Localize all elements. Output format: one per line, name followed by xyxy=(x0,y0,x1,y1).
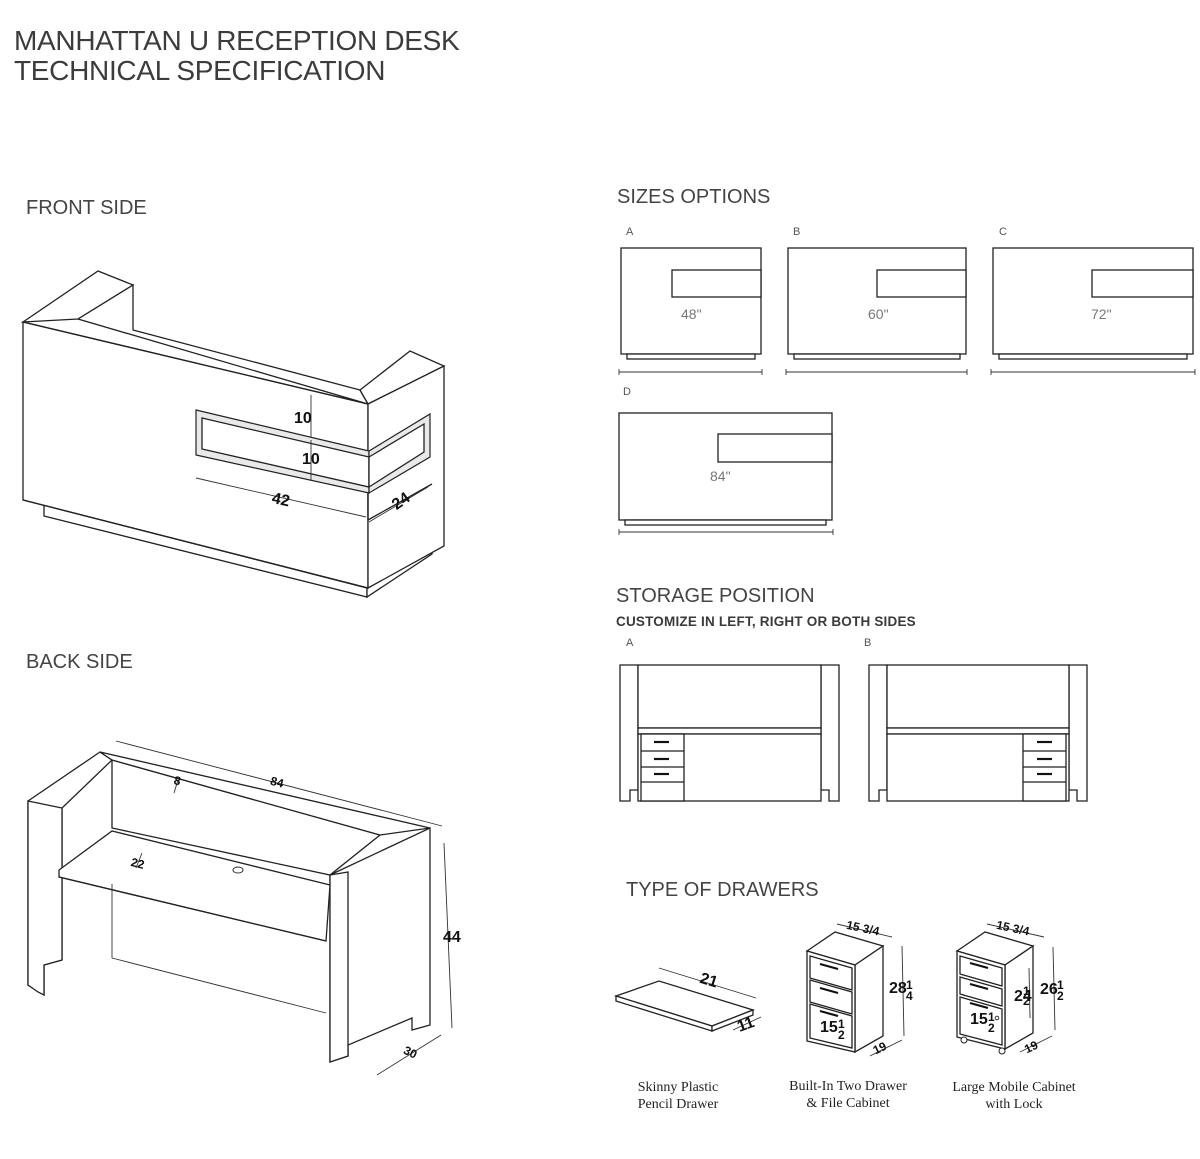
size-option-a: 48" xyxy=(618,247,763,375)
storage-position-subheading: CUSTOMIZE IN LEFT, RIGHT OR BOTH SIDES xyxy=(616,614,916,629)
mobile-dim-front: 15 xyxy=(970,1011,988,1028)
size-label-c: 72" xyxy=(1091,306,1112,322)
mobile-dim-inner-num: 1 xyxy=(1023,984,1030,998)
size-option-c: 72" xyxy=(990,247,1196,375)
front-side-heading: FRONT SIDE xyxy=(26,197,147,219)
pencil-dim-depth: 11 xyxy=(735,1014,757,1036)
mobile-dim-height-num: 1 xyxy=(1057,978,1064,992)
built-in-cabinet-drawing: 15 3/4 28 1 4 15 1 2 19 xyxy=(805,918,913,1057)
storage-option-a xyxy=(619,664,840,802)
drawer-caption-built-in: Built-In Two Drawer & File Cabinet xyxy=(789,1079,907,1111)
storage-option-letter-a: A xyxy=(626,637,634,649)
storage-position-heading: STORAGE POSITION xyxy=(616,585,815,607)
built-in-dim-height-num: 1 xyxy=(906,978,913,992)
back-dim-shelf: 22 xyxy=(130,855,147,872)
back-dim-rim: 8 xyxy=(172,773,182,788)
built-in-dim-base: 19 xyxy=(871,1039,889,1057)
mobile-dim-front-num: 1 xyxy=(988,1010,995,1024)
mobile-dim-base: 19 xyxy=(1022,1038,1040,1056)
storage-option-letter-b: B xyxy=(864,637,872,649)
mobile-dim-height-den: 2 xyxy=(1057,989,1064,1003)
pencil-drawer-drawing: 21 11 xyxy=(613,967,762,1036)
back-side-drawing: 84 8 22 44 30 xyxy=(27,740,461,1076)
mobile-dim-top: 15 3/4 xyxy=(995,918,1031,939)
type-of-drawers-heading: TYPE OF DRAWERS xyxy=(626,879,819,901)
sizes-options-heading: SIZES OPTIONS xyxy=(617,186,771,208)
built-in-dim-front-den: 2 xyxy=(838,1028,845,1042)
size-option-b: 60" xyxy=(785,247,968,375)
built-in-dim-top: 15 3/4 xyxy=(845,918,881,939)
back-side-heading: BACK SIDE xyxy=(26,651,133,673)
back-dim-height: 44 xyxy=(443,929,461,946)
drawer-caption-mobile: Large Mobile Cabinet with Lock xyxy=(952,1080,1076,1112)
size-option-d: 84" xyxy=(618,412,834,535)
size-option-letter-a: A xyxy=(626,226,634,238)
mobile-dim-front-den: 2 xyxy=(988,1021,995,1035)
front-dim-lower: 10 xyxy=(302,451,320,468)
size-label-b: 60" xyxy=(868,306,889,322)
title-line-1: MANHATTAN U RECEPTION DESK xyxy=(14,25,460,56)
size-option-letter-c: C xyxy=(999,226,1007,238)
pencil-dim-length: 21 xyxy=(698,970,720,991)
built-in-dim-height: 28 xyxy=(889,980,907,997)
front-dim-width: 42 xyxy=(270,490,291,510)
front-dim-upper: 10 xyxy=(294,410,312,427)
back-dim-length: 84 xyxy=(269,774,286,791)
size-option-letter-b: B xyxy=(793,226,801,238)
built-in-dim-front: 15 xyxy=(820,1019,838,1036)
title-line-2: TECHNICAL SPECIFICATION xyxy=(14,55,386,86)
drawer-caption-pencil: Skinny Plastic Pencil Drawer xyxy=(637,1080,719,1112)
mobile-dim-inner: 24 xyxy=(1014,988,1032,1005)
built-in-dim-front-num: 1 xyxy=(838,1017,845,1031)
size-option-letter-d: D xyxy=(623,386,631,398)
front-side-drawing: 10 10 42 24 xyxy=(20,270,446,599)
mobile-dim-height: 26 xyxy=(1040,981,1058,998)
back-dim-depth: 30 xyxy=(401,1043,419,1061)
page-title: MANHATTAN U RECEPTION DESK TECHNICAL SPE… xyxy=(14,25,460,86)
mobile-cabinet-drawing: 15 3/4 24 1 2 26 1 2 15 1 2 19 xyxy=(955,918,1064,1056)
size-label-a: 48" xyxy=(681,306,702,322)
built-in-dim-height-den: 4 xyxy=(906,989,913,1003)
storage-option-b xyxy=(868,664,1088,802)
size-label-d: 84" xyxy=(710,468,731,484)
mobile-dim-inner-den: 2 xyxy=(1023,994,1030,1008)
